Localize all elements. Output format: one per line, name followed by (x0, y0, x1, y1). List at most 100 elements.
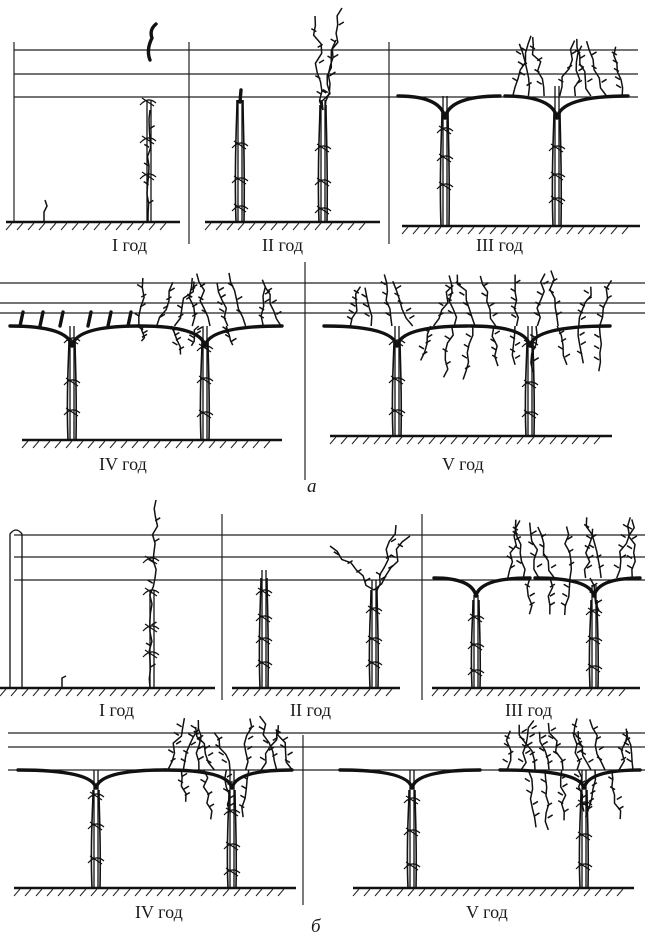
b3-droop-droop-1 (525, 578, 535, 614)
section-letter-a: а (307, 476, 317, 497)
a3-ground-hatch (611, 227, 617, 234)
b4-ground-hatch (245, 889, 251, 896)
a1-ground-hatch (28, 223, 34, 230)
b3-canopy-cane-8-bud (618, 545, 623, 548)
b4-canopy-cane-6 (244, 719, 254, 771)
a5-arms-1 (324, 326, 468, 346)
b2-ground-hatch (298, 689, 304, 696)
a1-ties (140, 98, 156, 180)
a4-spur-3 (60, 312, 63, 326)
b2-ground-hatch (232, 689, 238, 696)
a5-canopy-cane-7-bud (459, 292, 464, 295)
b5-ground-hatch (507, 889, 513, 896)
b4-canopy-cane-2-bud (188, 734, 193, 737)
b1-ground-hatch (154, 689, 160, 696)
a1-shoot (144, 110, 155, 222)
a2-trunk-2-r (326, 105, 327, 222)
b4-arms-2-right (232, 770, 292, 788)
b3-ground-hatch (432, 689, 438, 696)
a2-ground-hatch (249, 223, 255, 230)
a1-ground-hatch (160, 223, 166, 230)
b2-ties-1 (256, 588, 272, 668)
a3-ground-hatch (545, 227, 551, 234)
b5-ground-hatch (529, 889, 535, 896)
a5-ground-hatch (539, 437, 545, 444)
a5-ground-hatch (473, 437, 479, 444)
b4-ground-hatch (146, 889, 152, 896)
label-b-year-3: III год (505, 700, 552, 720)
a5-arms-1-left (324, 326, 397, 346)
b3-ground-hatch (509, 689, 515, 696)
a5-canopy-cane-5-stem (434, 285, 454, 326)
a5-trunk-2-l (525, 340, 527, 436)
a3-canopy-cane-1-bud (512, 78, 517, 81)
diagram-artwork (0, 8, 645, 905)
b3-ground-hatch (487, 689, 493, 696)
b4-arms-1 (18, 770, 165, 788)
b4-canopy-cane-5-stem (214, 733, 230, 770)
a3-canopy-cane-1 (512, 36, 531, 96)
b5-canopy-cane-8 (590, 719, 605, 770)
b5-arms-2 (500, 770, 640, 788)
b3-ground-hatch (465, 689, 471, 696)
a5-ground-hatch (385, 437, 391, 444)
a4-ground-hatch (55, 441, 61, 448)
a5-ground-hatch (550, 437, 556, 444)
b3-ground-hatch (531, 689, 537, 696)
b4-ground-hatch (58, 889, 64, 896)
a3-ground-hatch (556, 227, 562, 234)
b5-ground-hatch (606, 889, 612, 896)
b2-cane-1-stem (330, 546, 374, 590)
a1-ground-hatch (127, 223, 133, 230)
a5-ties-1 (389, 338, 405, 416)
a4-arms-1-left (10, 326, 72, 346)
b3-ground-hatch (443, 689, 449, 696)
b4-canopy-cane-1 (168, 718, 185, 770)
a5-canopy-cane-3 (381, 274, 392, 326)
b4-canopy-cane-9-bud (288, 752, 293, 755)
b1-ground-hatch (121, 689, 127, 696)
a4-ground-hatch (220, 441, 226, 448)
b1-ground-hatch (88, 689, 94, 696)
b5-canopy-cane-10-bud (627, 759, 632, 762)
b5-canopy-cane-8-bud (593, 727, 598, 730)
b2-ground-hatch (386, 689, 392, 696)
a5-ground-hatch (561, 437, 567, 444)
a2-ground-hatch (359, 223, 365, 230)
b3-ground-hatch (520, 689, 526, 696)
a4-canopy-cane-8-bud (265, 299, 270, 302)
b4-droop-droop-2 (200, 770, 213, 819)
b3-droop-droop-1-bud (530, 593, 535, 596)
a5-canopy-cane-2-bud (365, 313, 370, 316)
a3-ground-hatch (501, 227, 507, 234)
a5-droop-droop-8-bud (580, 332, 585, 335)
b5-ground-hatch (617, 889, 623, 896)
b5-droop-droop-6-bud (617, 796, 622, 799)
a3-ground-hatch (534, 227, 540, 234)
a2-trunk-1 (235, 100, 244, 222)
a3-ground-hatch (490, 227, 496, 234)
a5-ground-hatch (484, 437, 490, 444)
b4-canopy (168, 716, 293, 770)
a3-trunk-2 (552, 110, 561, 226)
a5-canopy-cane-2 (362, 288, 372, 326)
b4-arms-1-left (18, 770, 96, 788)
a4-canopy-cane-1-stem (139, 278, 144, 326)
b3-ground-hatch (597, 689, 603, 696)
a4-spur-2 (40, 312, 43, 326)
b2-ground-hatch (364, 689, 370, 696)
a5-droop (419, 326, 601, 380)
a5-canopy-cane-9-bud (511, 297, 516, 300)
b3-ground-hatch (564, 689, 570, 696)
a5-ground-hatch (594, 437, 600, 444)
b3-droop-droop-3-bud (564, 584, 569, 587)
b1-ground-hatch (187, 689, 193, 696)
b5-droop-droop-6-stem (612, 770, 621, 819)
a4-ground-hatch (110, 441, 116, 448)
b1-ground-hatch (110, 689, 116, 696)
b1-shoot-top-bud (148, 580, 153, 583)
b3-arms-2-left (535, 578, 594, 596)
a5-ground-hatch (374, 437, 380, 444)
a4-ground-hatch (165, 441, 171, 448)
